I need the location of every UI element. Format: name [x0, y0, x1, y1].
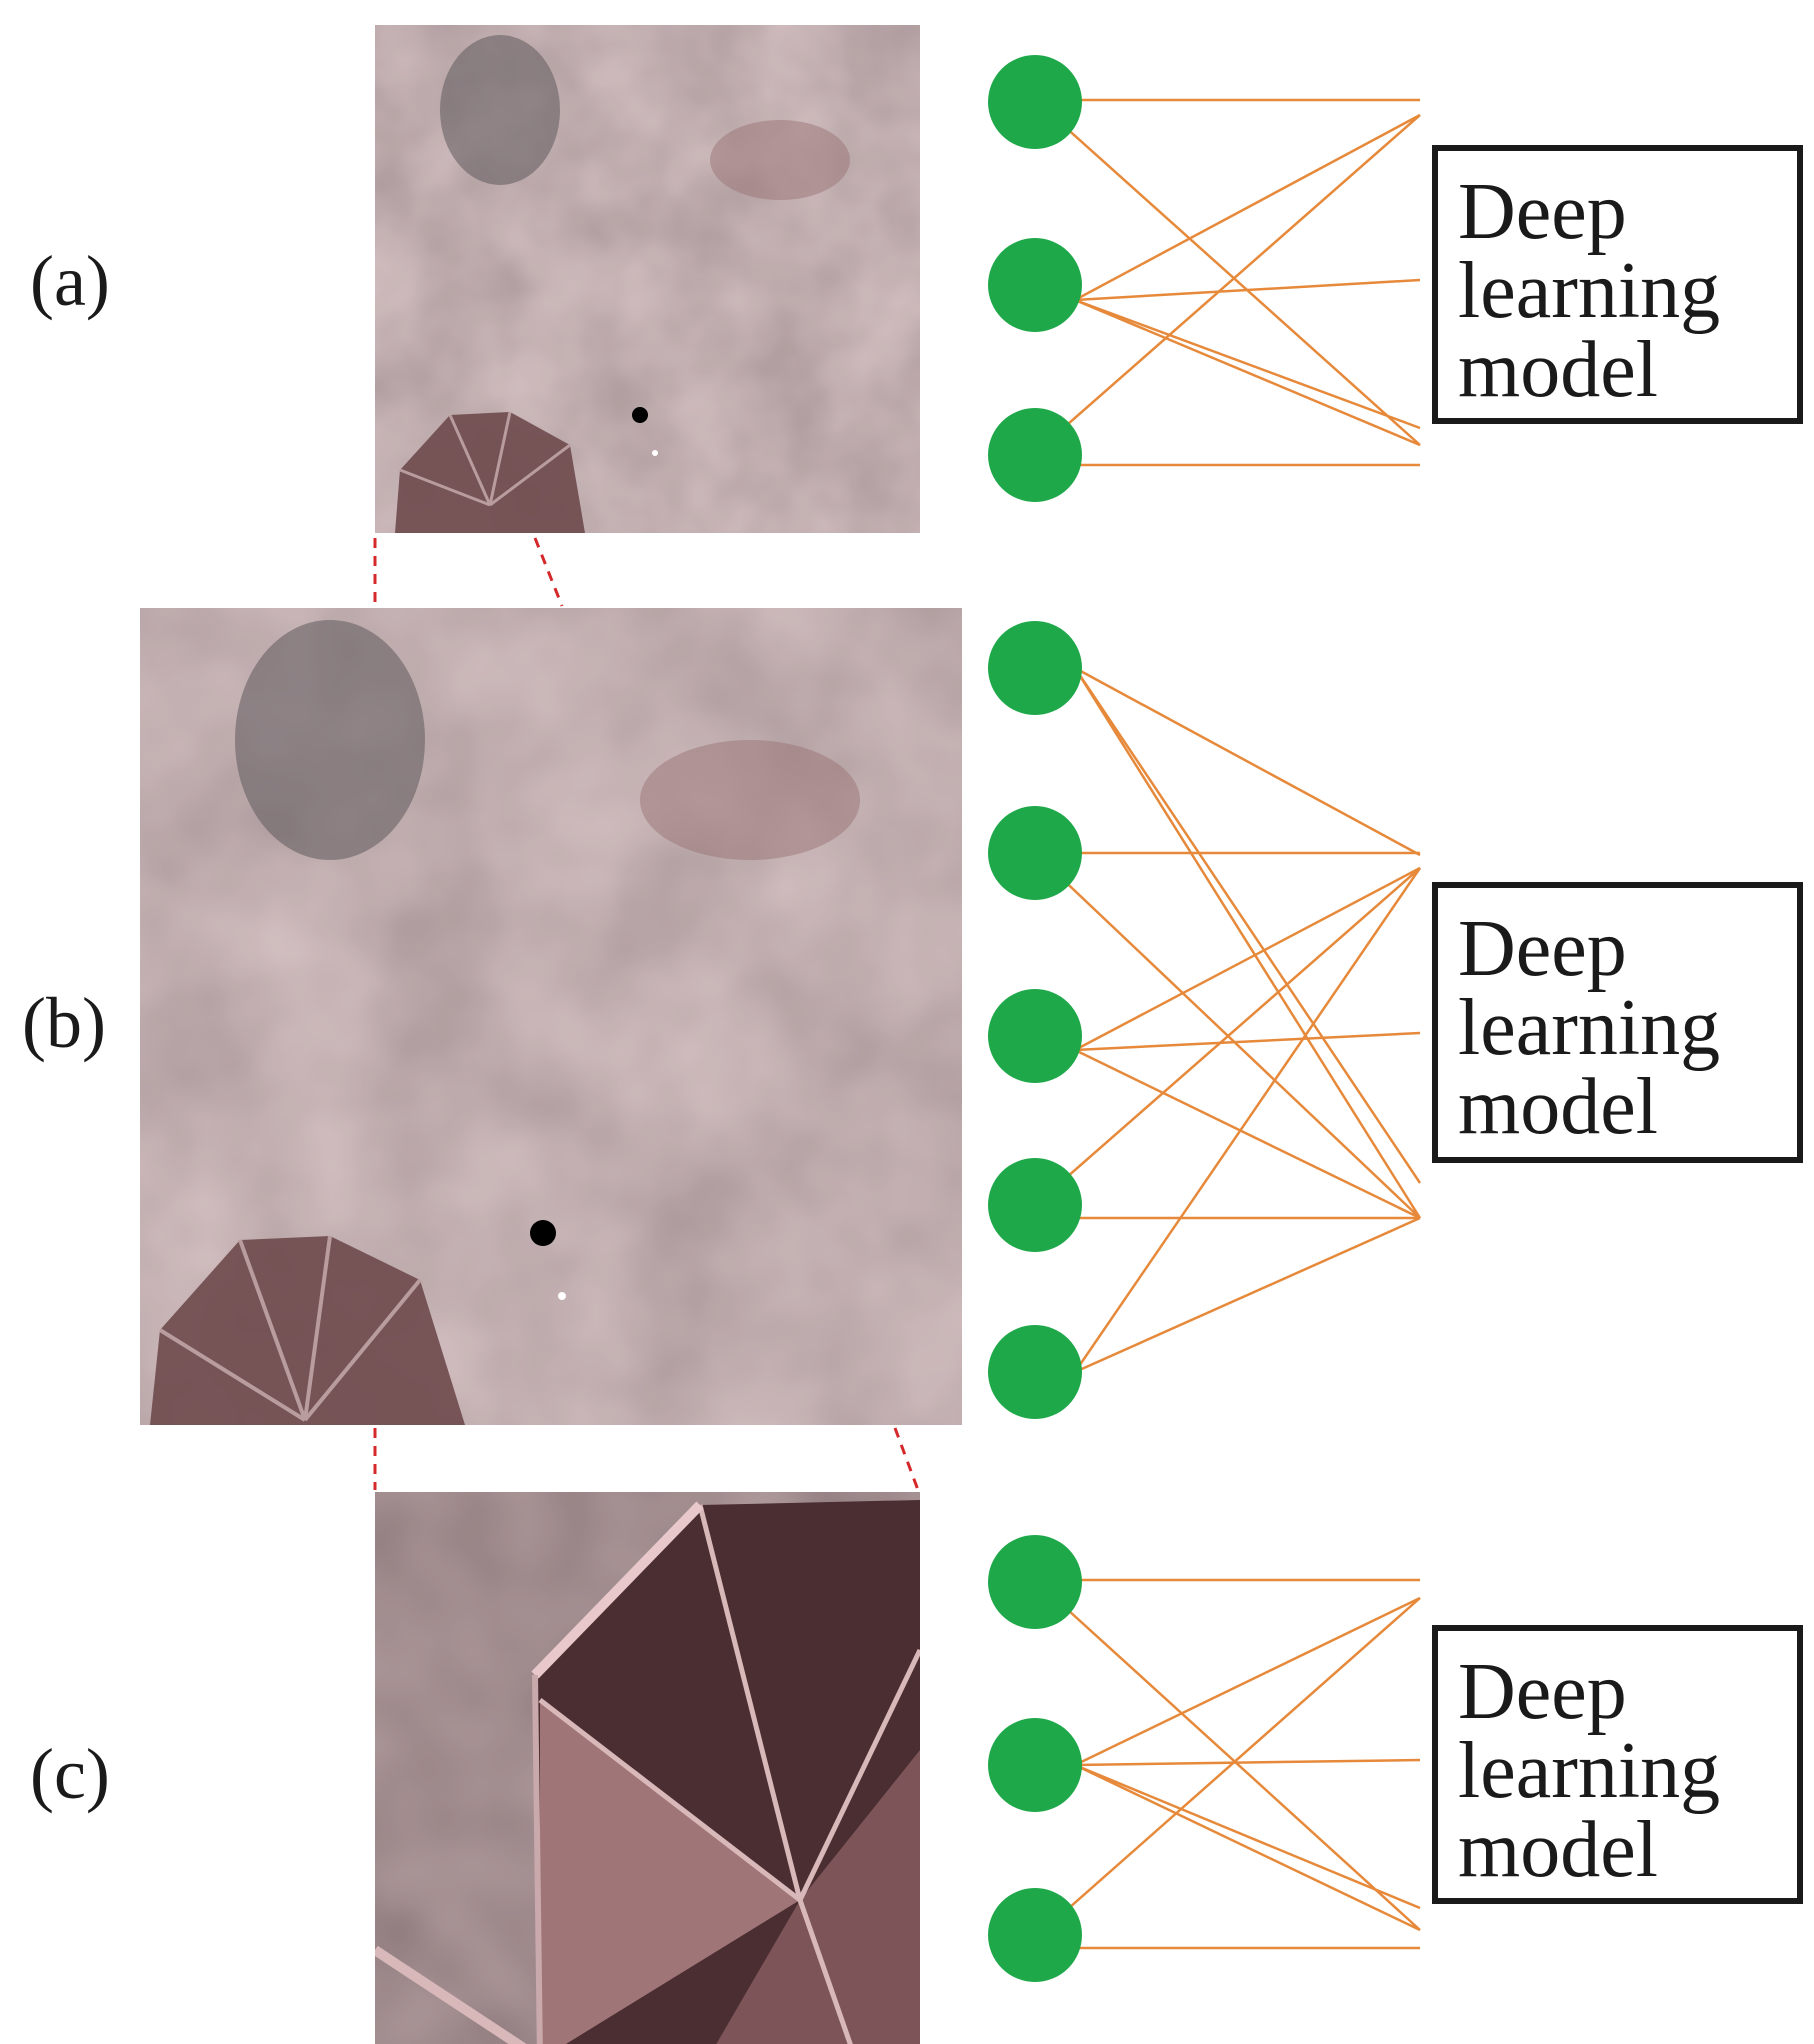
network-a-nodes — [988, 55, 1082, 502]
zoom-guides — [373, 537, 920, 1491]
node — [988, 55, 1082, 149]
node — [988, 621, 1082, 715]
network-c-edges — [1034, 1578, 1421, 1950]
node — [988, 1325, 1082, 1419]
zoom-guide-b-right — [893, 1427, 920, 1491]
model-box-b: Deep learning model — [1432, 882, 1803, 1163]
network-b-nodes — [988, 621, 1082, 1419]
zoom-guide-a-right — [533, 537, 564, 607]
panel-a-label: (a) — [30, 241, 110, 321]
node — [988, 1535, 1082, 1629]
node — [988, 238, 1082, 332]
model-box-line: Deep — [1458, 905, 1627, 993]
node — [988, 806, 1082, 900]
panel-b-label: (b) — [22, 983, 106, 1063]
model-box-line: learning — [1458, 984, 1720, 1072]
model-box-line: learning — [1458, 1727, 1720, 1815]
node — [988, 989, 1082, 1083]
model-box-line: learning — [1458, 247, 1720, 335]
panel-c-label: (c) — [30, 1734, 110, 1814]
network-c-nodes — [988, 1535, 1082, 1982]
panel-b-image — [140, 608, 962, 1425]
model-box-line: Deep — [1458, 168, 1627, 256]
node — [988, 408, 1082, 502]
model-box-line: model — [1458, 326, 1658, 414]
model-box-a: Deep learning model — [1432, 145, 1803, 424]
node — [988, 1158, 1082, 1252]
panel-c-image — [375, 1492, 920, 2044]
node — [988, 1888, 1082, 1982]
network-a-edges — [1034, 98, 1421, 467]
model-box-line: model — [1458, 1063, 1658, 1151]
panel-a-image — [375, 25, 920, 533]
model-box-line: Deep — [1458, 1648, 1627, 1736]
model-box-c: Deep learning model — [1432, 1625, 1803, 1904]
model-box-line: model — [1458, 1806, 1658, 1894]
node — [988, 1718, 1082, 1812]
network-b-edges — [1034, 666, 1422, 1374]
